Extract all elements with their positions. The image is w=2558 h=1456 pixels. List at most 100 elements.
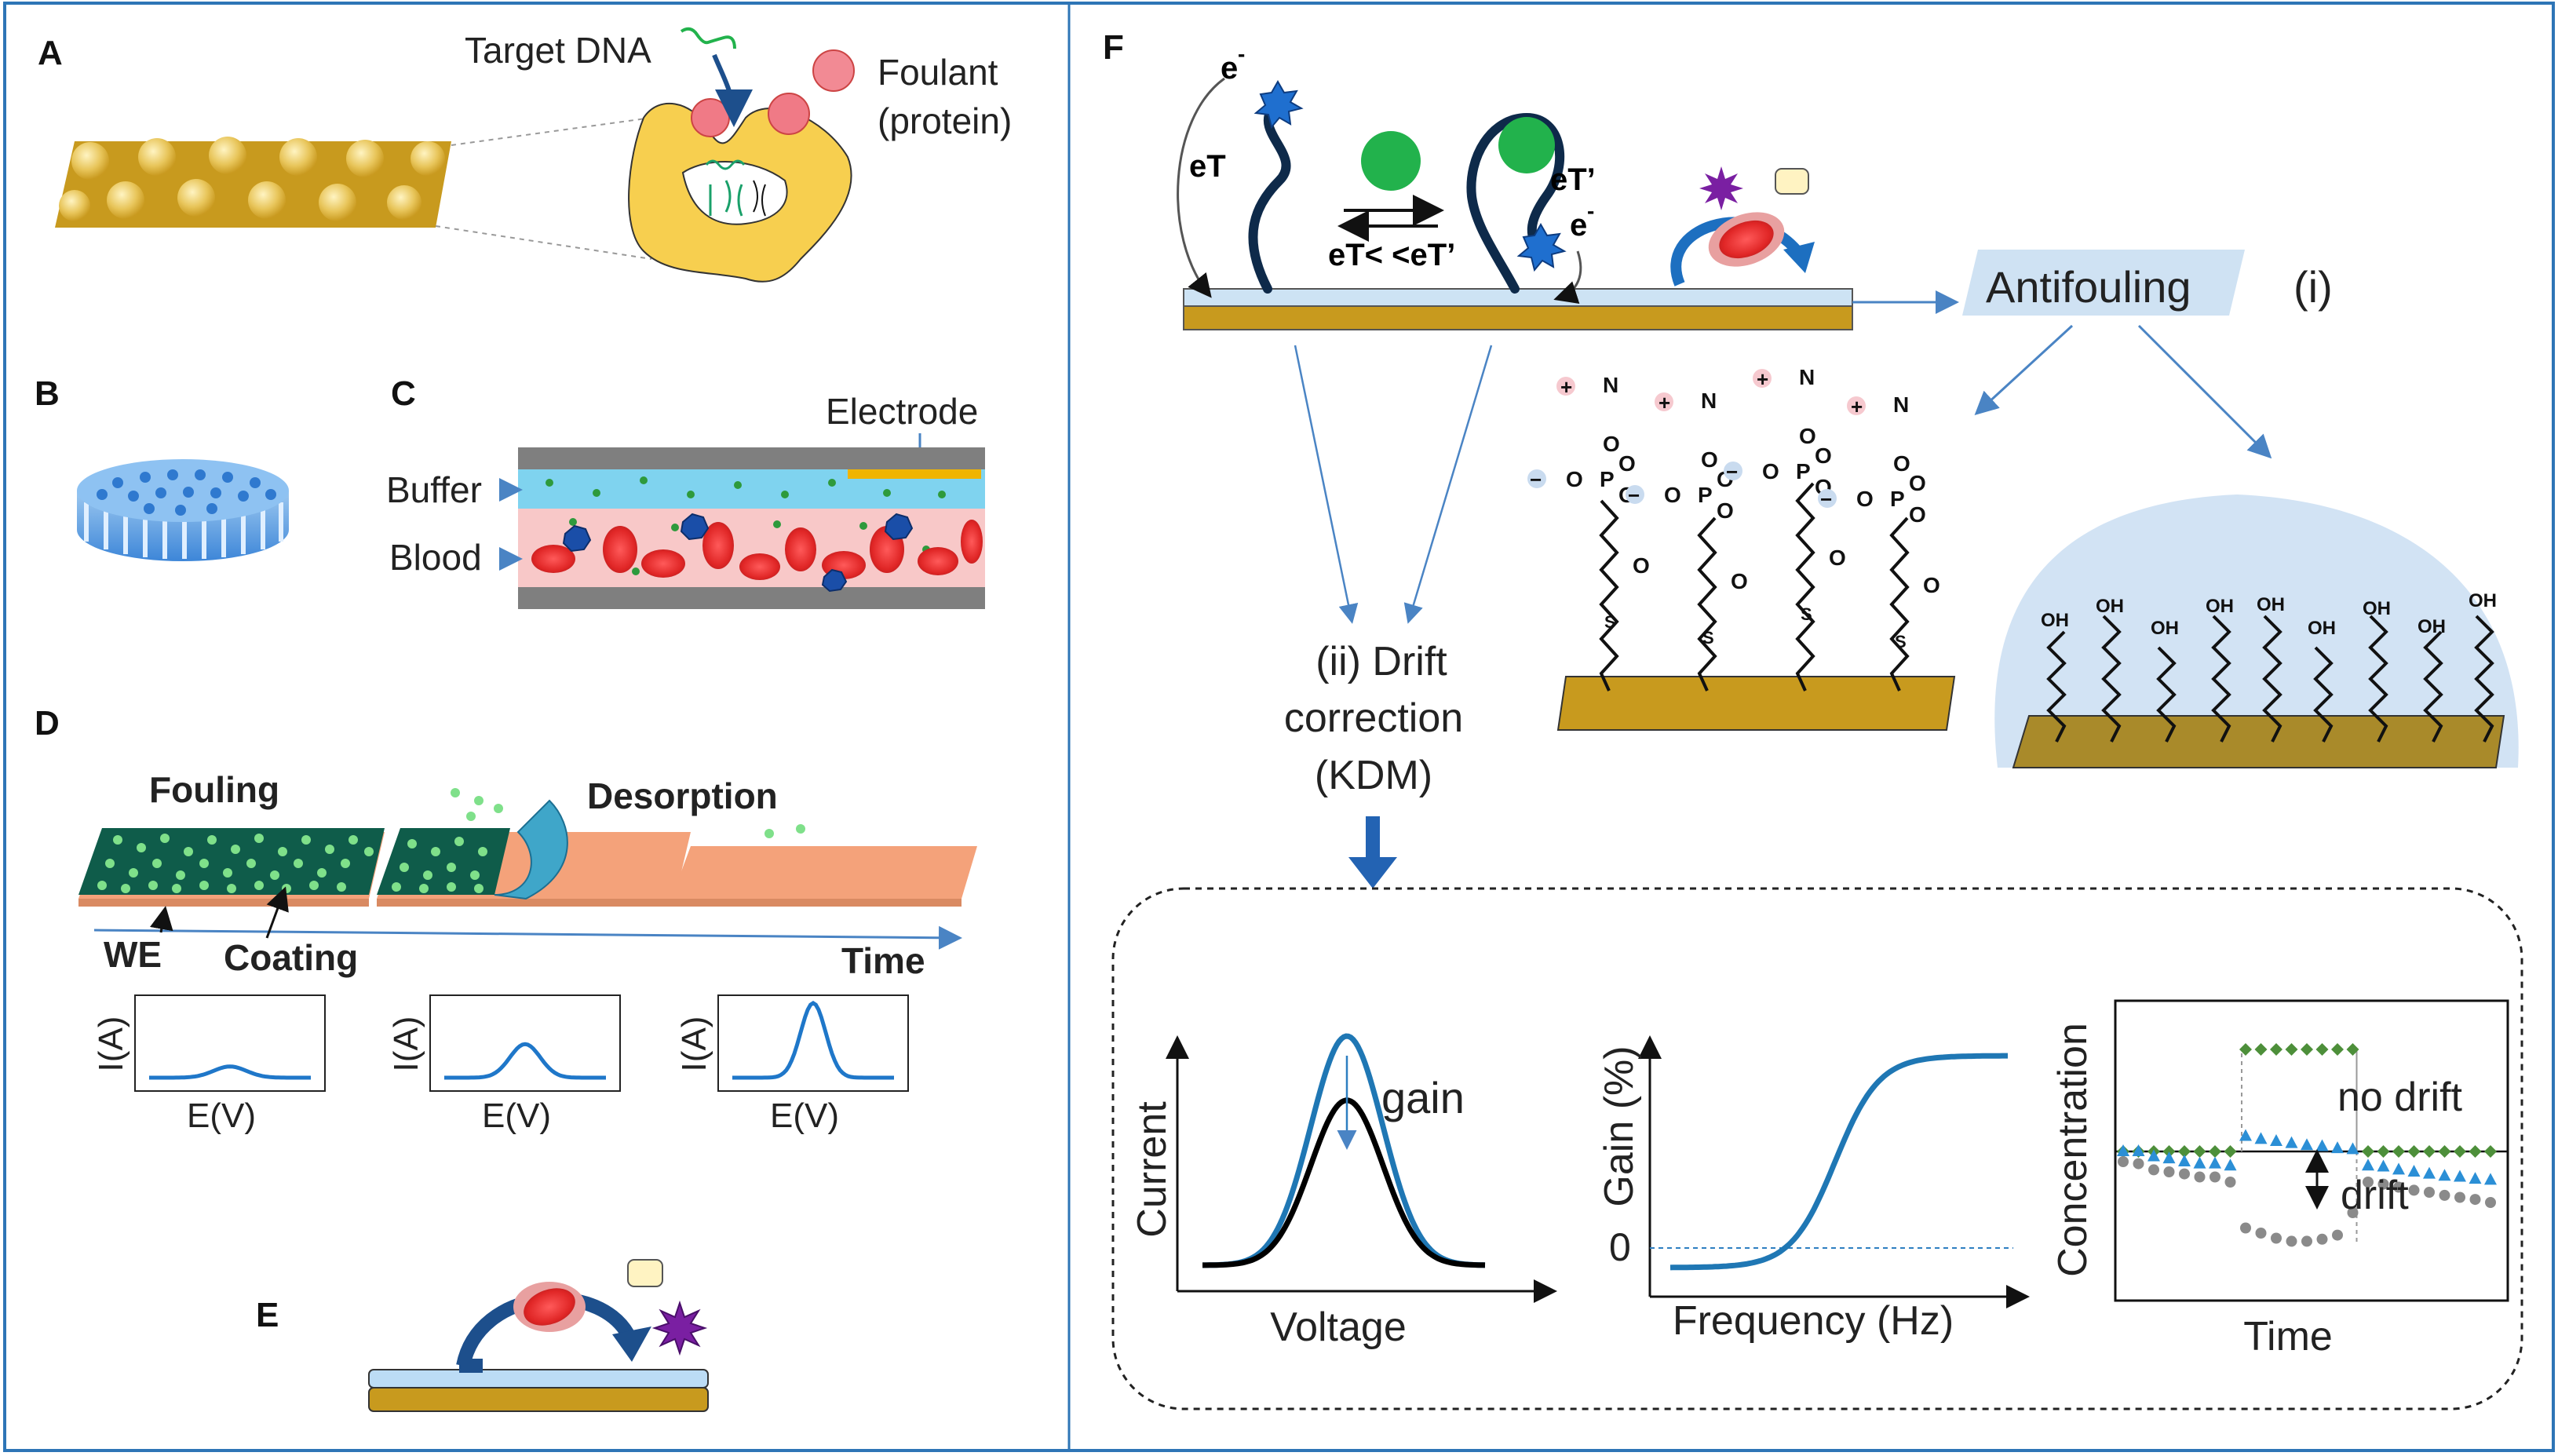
zwitterion-atom: O bbox=[1633, 553, 1650, 578]
data-point-triangle bbox=[2438, 1169, 2451, 1181]
oh-chain bbox=[2474, 615, 2494, 743]
data-point-circle bbox=[2240, 1222, 2251, 1234]
panel-e-letter: E bbox=[256, 1296, 279, 1334]
data-point-circle bbox=[2301, 1235, 2312, 1247]
zwitterion-atom: O bbox=[1717, 498, 1734, 523]
zwitterion-atom: + bbox=[1560, 375, 1572, 399]
f-star-molecule-icon bbox=[1699, 166, 1743, 210]
f-electron-label-1: e bbox=[1221, 51, 1238, 86]
data-point-circle bbox=[2194, 1171, 2206, 1183]
chart3-annotation-drift: drift bbox=[2341, 1173, 2409, 1218]
zwitterion-atom: − bbox=[1820, 487, 1832, 511]
data-point-circle bbox=[2485, 1197, 2496, 1208]
zwitterion-substrate bbox=[1556, 676, 1956, 731]
data-point-diamond bbox=[2407, 1145, 2421, 1158]
zwitterion-atom: O bbox=[1731, 569, 1748, 593]
kdm-inset-box bbox=[1111, 887, 2523, 1410]
data-point-diamond bbox=[2362, 1145, 2374, 1158]
voltammogram-insets: I(A)E(V)I(A)E(V)I(A)E(V) bbox=[92, 994, 909, 1135]
data-point-circle bbox=[2424, 1187, 2435, 1198]
zwitterion-chain bbox=[1795, 482, 1815, 692]
data-point-circle bbox=[2148, 1164, 2159, 1176]
time-axis bbox=[93, 925, 962, 950]
inset-ylabel: I(A) bbox=[387, 1016, 425, 1072]
positive-charge-icon bbox=[1847, 396, 1866, 415]
negative-charge-icon bbox=[1818, 489, 1837, 508]
panel-f: F e - eT eT< <eT’ eT’ e - An bbox=[1103, 28, 2523, 1410]
f-gold-electrode bbox=[1183, 305, 1853, 330]
chart1-annotation: gain bbox=[1381, 1073, 1465, 1122]
data-point-diamond bbox=[2438, 1145, 2451, 1158]
zwitterion-atom: N bbox=[1893, 392, 1909, 417]
data-point-triangle bbox=[2484, 1173, 2497, 1185]
time-label: Time bbox=[841, 940, 925, 981]
oh-group: OH bbox=[2041, 610, 2069, 631]
panel-d: D Fouling Desor bbox=[35, 704, 977, 1135]
drift-label-3: (KDM) bbox=[1315, 753, 1432, 798]
zwitterion-atom: N bbox=[1701, 389, 1717, 413]
inset-xlabel: E(V) bbox=[770, 1097, 839, 1135]
zwitterion-atom: P bbox=[1600, 467, 1615, 491]
oh-substrate bbox=[2012, 715, 2505, 768]
data-point-triangle bbox=[2469, 1172, 2482, 1184]
data-point-diamond bbox=[2377, 1145, 2390, 1158]
data-point-triangle bbox=[2147, 1149, 2160, 1162]
panel-c-letter: C bbox=[391, 374, 416, 413]
data-point-triangle bbox=[2346, 1142, 2359, 1155]
zwitterion-atom: N bbox=[1603, 373, 1618, 397]
zwitterion-atom: + bbox=[1659, 391, 1670, 414]
down-arrow-icon bbox=[1348, 857, 1397, 889]
data-point-circle bbox=[2316, 1233, 2328, 1245]
data-point-triangle bbox=[2392, 1162, 2405, 1175]
data-point-triangle bbox=[2162, 1151, 2176, 1164]
zwitterion-atom: O bbox=[1909, 502, 1926, 527]
data-point-triangle bbox=[2285, 1136, 2298, 1148]
oh-chain bbox=[2423, 630, 2443, 743]
chart-current-voltage: gain Voltage Current bbox=[1129, 1033, 1557, 1350]
channel-bottom-wall bbox=[518, 587, 985, 609]
zwitterion-atom: P bbox=[1890, 487, 1905, 511]
series-line-0 bbox=[1202, 1033, 1485, 1268]
oh-chain bbox=[2262, 615, 2282, 743]
inset-xlabel: E(V) bbox=[482, 1097, 551, 1135]
zwitterion-atom: S bbox=[1604, 612, 1616, 632]
gold-substrate bbox=[368, 1387, 709, 1412]
foulant-label: Foulant bbox=[878, 52, 998, 93]
zwitterion-atom: O bbox=[1909, 471, 1926, 495]
aptamer-unbound bbox=[1248, 105, 1291, 294]
panel-a: A Target DNA Foulant (protein) bbox=[38, 27, 1012, 283]
negative-charge-icon bbox=[1724, 462, 1742, 480]
panel-f-letter: F bbox=[1103, 28, 1124, 67]
channel-top-wall bbox=[518, 447, 985, 469]
data-point-circle bbox=[2179, 1168, 2190, 1180]
redox-reporter-icon-1 bbox=[1253, 79, 1304, 130]
oh-chain bbox=[2046, 630, 2067, 743]
data-point-circle bbox=[2408, 1184, 2420, 1196]
series-line-1 bbox=[1202, 1097, 1486, 1268]
voltammogram-peak bbox=[732, 1001, 894, 1080]
panel-b: B bbox=[35, 374, 289, 561]
data-point-circle bbox=[2347, 1207, 2359, 1218]
voltammogram-peak bbox=[149, 1064, 311, 1080]
chart1-xlabel: Voltage bbox=[1270, 1305, 1407, 1350]
antifouling-tag: (i) bbox=[2293, 262, 2333, 312]
data-point-diamond bbox=[2331, 1043, 2344, 1056]
electrode-bar bbox=[848, 469, 981, 479]
data-point-triangle bbox=[2239, 1129, 2252, 1141]
zwitterion-atom: − bbox=[1628, 484, 1640, 507]
target-molecule-icon-1 bbox=[1361, 131, 1421, 191]
chart3-annotation-no-drift: no drift bbox=[2337, 1075, 2463, 1120]
data-point-diamond bbox=[2315, 1043, 2329, 1056]
data-point-diamond bbox=[2454, 1145, 2466, 1158]
zwitterion-atom: S bbox=[1702, 628, 1714, 648]
data-point-circle bbox=[2393, 1181, 2404, 1193]
coating-label: Coating bbox=[224, 937, 358, 978]
fouled-coating bbox=[78, 828, 385, 895]
data-point-triangle bbox=[2117, 1144, 2129, 1156]
data-point-triangle bbox=[2454, 1170, 2466, 1182]
data-point-diamond bbox=[2285, 1043, 2298, 1056]
data-point-triangle bbox=[2331, 1141, 2344, 1154]
data-point-circle bbox=[2377, 1178, 2389, 1190]
